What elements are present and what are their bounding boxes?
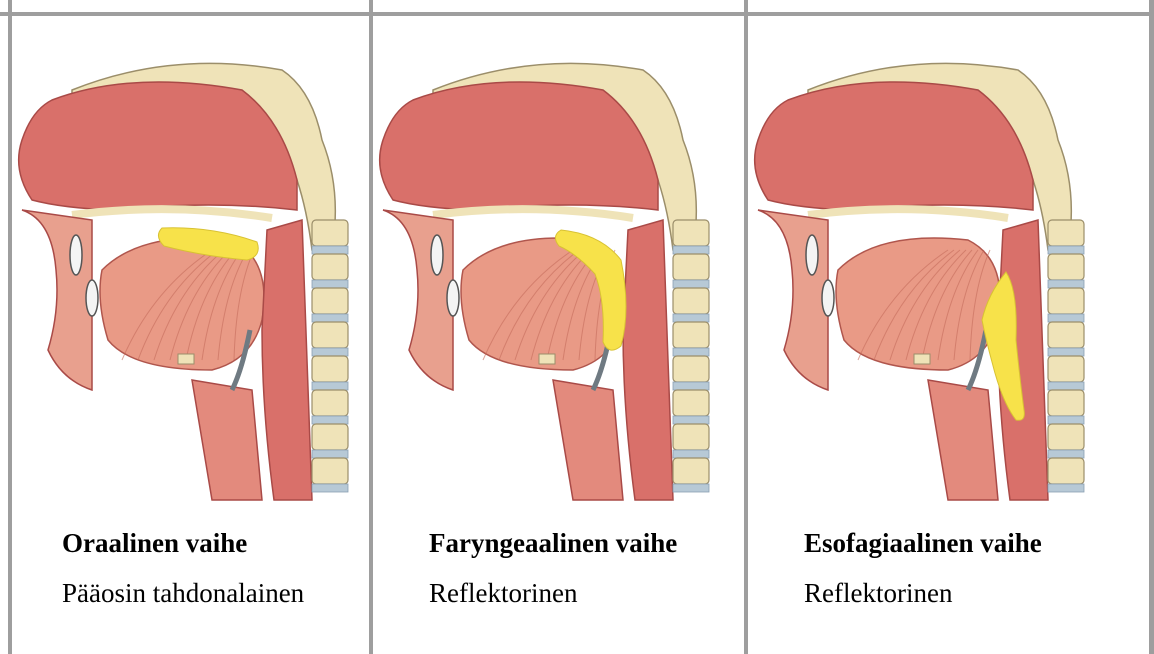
phase-panel-pharyngeal: Faryngeaalinen vaihe Reflektorinen <box>373 16 731 654</box>
vertebra <box>673 458 709 484</box>
head-section <box>755 63 1084 500</box>
phase-subtitle: Reflektorinen <box>804 578 952 609</box>
nasal-cavity <box>19 82 297 210</box>
lower-teeth <box>822 280 834 316</box>
larynx <box>553 380 623 500</box>
intervertebral-disc <box>673 484 709 492</box>
intervertebral-disc <box>673 280 709 288</box>
lower-teeth <box>447 280 459 316</box>
tongue <box>836 238 1000 370</box>
intervertebral-disc <box>1048 348 1084 356</box>
vertebra <box>1048 220 1084 246</box>
intervertebral-disc <box>1048 484 1084 492</box>
vertebra <box>312 254 348 280</box>
nasal-cavity <box>755 82 1033 210</box>
face <box>758 210 828 390</box>
swallowing-illustration <box>373 50 731 508</box>
intervertebral-disc <box>312 246 348 254</box>
vertebra <box>312 322 348 348</box>
vertebra <box>1048 288 1084 314</box>
intervertebral-disc <box>1048 246 1084 254</box>
vertebra <box>673 356 709 382</box>
vertebra <box>1048 424 1084 450</box>
intervertebral-disc <box>1048 450 1084 458</box>
intervertebral-disc <box>312 382 348 390</box>
vertebra <box>312 288 348 314</box>
lower-teeth <box>86 280 98 316</box>
vertebra <box>1048 254 1084 280</box>
head-section <box>19 63 348 500</box>
vertebra <box>1048 356 1084 382</box>
vertebra <box>673 322 709 348</box>
intervertebral-disc <box>1048 382 1084 390</box>
vertebra <box>1048 390 1084 416</box>
upper-teeth <box>806 235 818 275</box>
palate <box>433 209 633 218</box>
phase-panel-esophageal: Esofagiaalinen vaihe Reflektorinen <box>748 16 1106 654</box>
upper-teeth <box>70 235 82 275</box>
vertebra <box>312 458 348 484</box>
intervertebral-disc <box>312 450 348 458</box>
phase-title: Esofagiaalinen vaihe <box>804 528 1042 559</box>
phase-title: Oraalinen vaihe <box>62 528 247 559</box>
hyoid-bone <box>914 354 930 364</box>
vertebra <box>673 288 709 314</box>
intervertebral-disc <box>312 314 348 322</box>
vertebra <box>312 424 348 450</box>
vertebra <box>312 220 348 246</box>
swallowing-illustration <box>748 50 1106 508</box>
vertebra <box>1048 458 1084 484</box>
face <box>383 210 453 390</box>
larynx <box>192 380 262 500</box>
intervertebral-disc <box>1048 416 1084 424</box>
intervertebral-disc <box>673 348 709 356</box>
palate <box>808 209 1008 218</box>
hyoid-bone <box>539 354 555 364</box>
phase-title: Faryngeaalinen vaihe <box>429 528 677 559</box>
intervertebral-disc <box>673 314 709 322</box>
larynx <box>928 380 998 500</box>
intervertebral-disc <box>312 484 348 492</box>
vertebra <box>673 390 709 416</box>
palate <box>72 209 272 218</box>
intervertebral-disc <box>673 416 709 424</box>
pharynx <box>623 220 673 500</box>
vertebra <box>673 254 709 280</box>
vertebra <box>673 424 709 450</box>
intervertebral-disc <box>673 450 709 458</box>
vertebra <box>673 220 709 246</box>
head-section <box>380 63 709 500</box>
nasal-cavity <box>380 82 658 210</box>
vertebra <box>312 390 348 416</box>
intervertebral-disc <box>1048 314 1084 322</box>
intervertebral-disc <box>312 280 348 288</box>
vertebra <box>312 356 348 382</box>
hyoid-bone <box>178 354 194 364</box>
intervertebral-disc <box>673 246 709 254</box>
swallowing-illustration <box>12 50 370 508</box>
phase-subtitle: Reflektorinen <box>429 578 577 609</box>
border-right <box>1149 0 1154 654</box>
phase-panel-oral: Oraalinen vaihe Pääosin tahdonalainen <box>12 16 370 654</box>
intervertebral-disc <box>1048 280 1084 288</box>
pharynx <box>262 220 312 500</box>
vertebra <box>1048 322 1084 348</box>
upper-teeth <box>431 235 443 275</box>
face <box>22 210 92 390</box>
intervertebral-disc <box>673 382 709 390</box>
intervertebral-disc <box>312 348 348 356</box>
intervertebral-disc <box>312 416 348 424</box>
phase-subtitle: Pääosin tahdonalainen <box>62 578 304 609</box>
